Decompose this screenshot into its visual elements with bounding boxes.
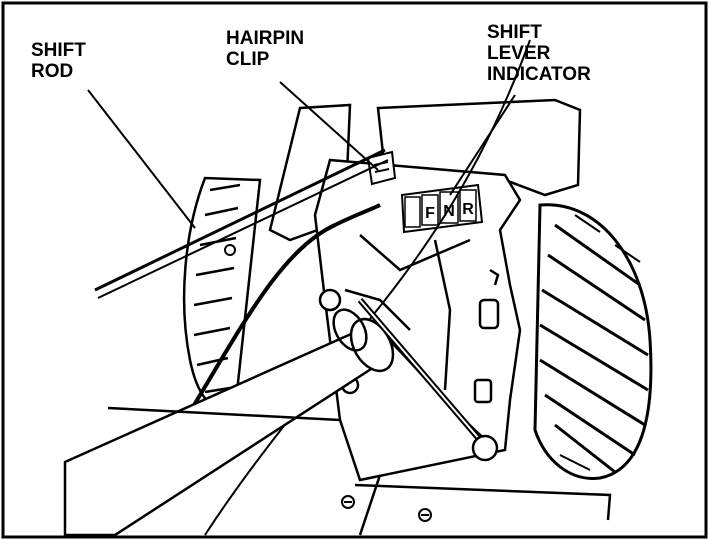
label-hairpin-clip: HAIRPIN CLIP — [226, 28, 305, 70]
indicator-box-f — [421, 194, 439, 226]
leader-lines — [87, 81, 516, 229]
chassis-base — [107, 406, 612, 536]
shift-lever — [357, 298, 499, 462]
indicator-mark-f: F — [425, 205, 435, 222]
shift-rod — [94, 148, 389, 299]
indicator-mark-r: R — [462, 201, 474, 218]
transmission-body — [313, 158, 522, 482]
indicator-box-r — [459, 189, 477, 222]
lever-knob — [471, 434, 499, 462]
label-shift-lever-indicator: SHIFT LEVER INDICATOR — [487, 22, 591, 85]
leader-shift-lever-indicator — [449, 94, 516, 196]
indicator-box-icon — [404, 196, 421, 228]
leader-shift-rod — [87, 89, 196, 229]
handle-tube — [63, 308, 395, 537]
bolt-heads — [224, 244, 432, 522]
label-shift-rod: SHIFT ROD — [31, 40, 86, 82]
shift-indicator-plate: F N R — [400, 183, 484, 234]
leader-hairpin-clip — [279, 81, 379, 171]
right-tire — [533, 203, 653, 480]
indicator-mark-n: N — [443, 203, 455, 220]
